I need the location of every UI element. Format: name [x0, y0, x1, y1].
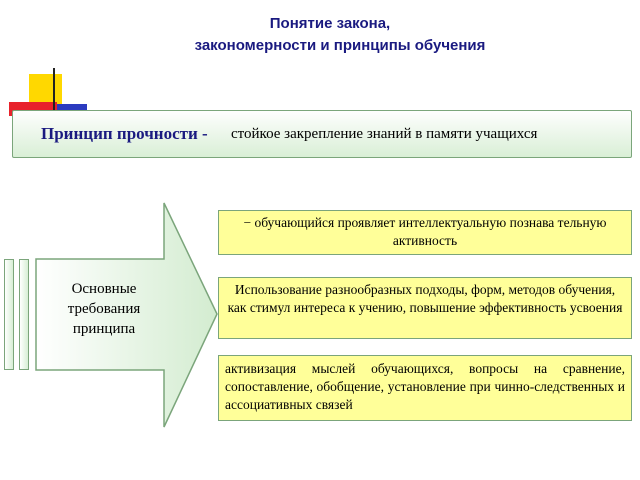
decor-blue-bar	[57, 104, 87, 114]
arrow-label-line-3: принципа	[72, 321, 136, 337]
page-title-line-1: Понятие закона,	[269, 15, 391, 32]
decor-bar-left-2	[19, 259, 29, 370]
arrow-label-line-2: требования	[67, 301, 141, 317]
arrow-body	[35, 202, 218, 428]
arrow-label: Основные требования принципа	[54, 279, 154, 339]
decor-vertical-line	[53, 68, 55, 118]
principle-box: Принцип прочности - стойкое закрепление …	[12, 110, 632, 158]
requirement-box-2: Использование разнообразных подходы, фор…	[218, 277, 632, 339]
requirement-box-1: − обучающийся проявляет интеллектуальную…	[218, 210, 632, 255]
principle-definition: стойкое закрепление знаний в памяти учащ…	[231, 126, 538, 142]
requirement-box-3: активизация мыслей обучающихся, вопросы …	[218, 355, 632, 421]
arrow-label-line-1: Основные	[71, 281, 137, 297]
page-title-line-2: закономерности и принципы обучения	[194, 37, 486, 54]
principle-title: Принцип прочности -	[41, 124, 208, 143]
decor-bar-left-1	[4, 259, 14, 370]
